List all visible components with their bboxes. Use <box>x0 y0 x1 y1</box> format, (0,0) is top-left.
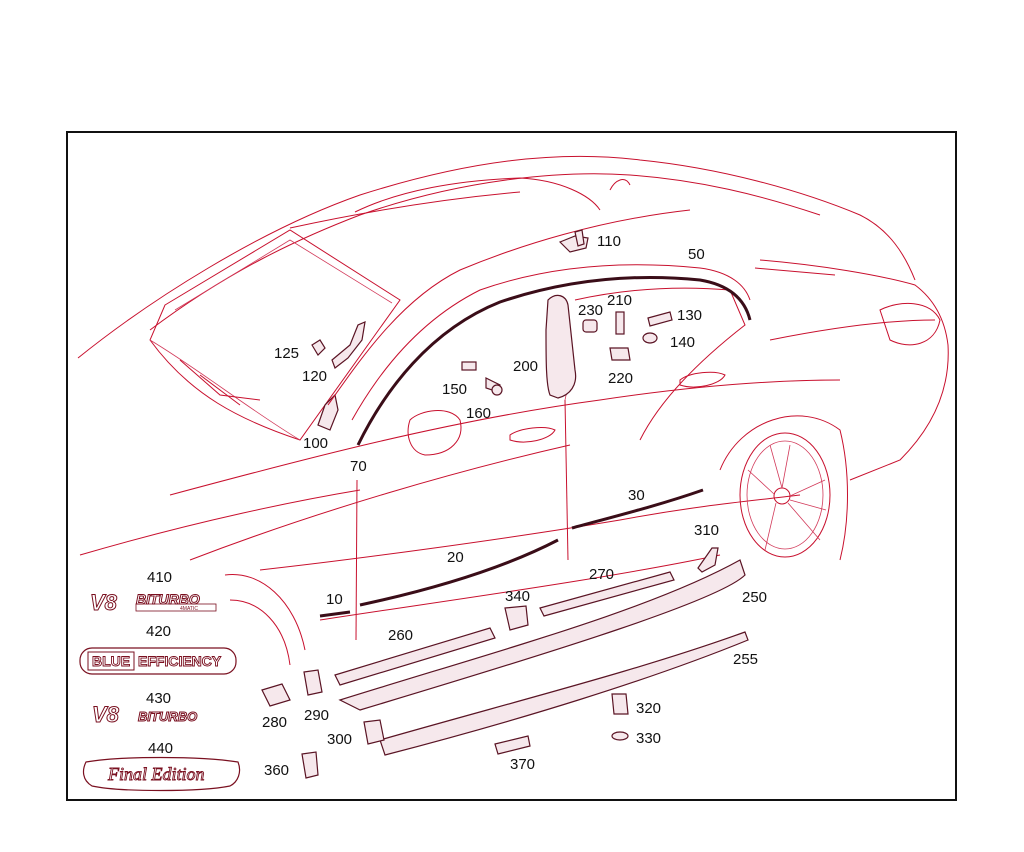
part-150-spacer <box>461 361 477 371</box>
callout-270: 270 <box>589 566 614 583</box>
part-255-sill-cover <box>379 631 749 756</box>
callout-130: 130 <box>677 307 702 324</box>
callout-210: 210 <box>607 292 632 309</box>
part-20-door-moulding <box>359 538 559 607</box>
callout-230: 230 <box>578 302 603 319</box>
callout-310: 310 <box>694 522 719 539</box>
callout-370: 370 <box>510 756 535 773</box>
badge-430-main: V8 <box>92 702 120 727</box>
part-330-clip <box>611 731 629 741</box>
part-310-end-cap <box>697 547 719 573</box>
callout-70: 70 <box>350 458 367 475</box>
diagram-frame <box>66 131 957 801</box>
part-360-bracket <box>301 751 319 779</box>
part-30-rear-door-moulding <box>571 488 704 530</box>
part-220-clip <box>609 347 631 361</box>
badge-410: V8 BITURBO 4MATIC <box>90 590 217 616</box>
callout-440: 440 <box>148 740 173 757</box>
callout-360: 360 <box>264 762 289 779</box>
callout-20: 20 <box>447 549 464 566</box>
callout-160: 160 <box>466 405 491 422</box>
callout-150: 150 <box>442 381 467 398</box>
part-260-sill-rail <box>334 627 496 686</box>
callout-220: 220 <box>608 370 633 387</box>
badge-430: V8 BITURBO <box>92 702 198 728</box>
part-120-bracket <box>331 321 366 369</box>
callout-100: 100 <box>303 435 328 452</box>
part-125-clip <box>311 339 326 356</box>
part-210-pin <box>615 311 625 335</box>
badge-430-text: BITURBO <box>138 709 197 724</box>
callout-410: 410 <box>147 569 172 586</box>
badge-410-text: BITURBO <box>136 591 200 607</box>
part-110-roof-trim-clip <box>558 229 589 253</box>
callout-300: 300 <box>327 731 352 748</box>
part-320-clip <box>611 693 629 715</box>
part-270-sill-rail-rear <box>539 571 675 617</box>
part-280-bracket <box>261 683 291 707</box>
callout-140: 140 <box>670 334 695 351</box>
part-250-rocker-panel <box>338 559 746 711</box>
part-200-b-pillar-trim <box>545 294 577 399</box>
callout-30: 30 <box>628 487 645 504</box>
callout-250: 250 <box>742 589 767 606</box>
part-290-bracket <box>303 669 323 696</box>
callout-labels: 110 50 210 230 130 140 125 200 220 120 1… <box>146 233 767 779</box>
callout-290: 290 <box>304 707 329 724</box>
part-50-roof-seal <box>351 264 751 421</box>
callout-420: 420 <box>146 623 171 640</box>
part-140-grommet <box>642 332 658 344</box>
badge-420-right: EFFICIENCY <box>138 653 222 669</box>
part-370-bracket <box>494 735 531 755</box>
badge-410-sub: 4MATIC <box>180 606 198 612</box>
callout-50: 50 <box>688 246 705 263</box>
badge-420-left: BLUE <box>92 653 130 669</box>
badge-410-main: V8 <box>90 590 118 615</box>
callout-10: 10 <box>326 591 343 608</box>
callout-330: 330 <box>636 730 661 747</box>
part-340-bracket <box>504 605 529 631</box>
callout-320: 320 <box>636 700 661 717</box>
callout-120: 120 <box>302 368 327 385</box>
badge-420: BLUE EFFICIENCY <box>79 647 237 675</box>
badge-440: Final Edition <box>82 756 241 792</box>
callout-125: 125 <box>274 345 299 362</box>
callout-340: 340 <box>505 588 530 605</box>
part-130-bracket <box>647 311 673 327</box>
part-10-fender-moulding <box>319 610 351 618</box>
callout-280: 280 <box>262 714 287 731</box>
callout-200: 200 <box>513 358 538 375</box>
callout-260: 260 <box>388 627 413 644</box>
part-100-a-pillar-cover <box>317 209 691 431</box>
badge-440-text: Final Edition <box>107 764 205 784</box>
part-300-clip <box>363 719 385 745</box>
part-230-plug <box>582 319 598 333</box>
part-70-door-frame-seal <box>356 275 752 446</box>
part-160-screw <box>485 377 503 396</box>
callout-255: 255 <box>733 651 758 668</box>
callout-430: 430 <box>146 690 171 707</box>
callout-110: 110 <box>597 233 621 250</box>
